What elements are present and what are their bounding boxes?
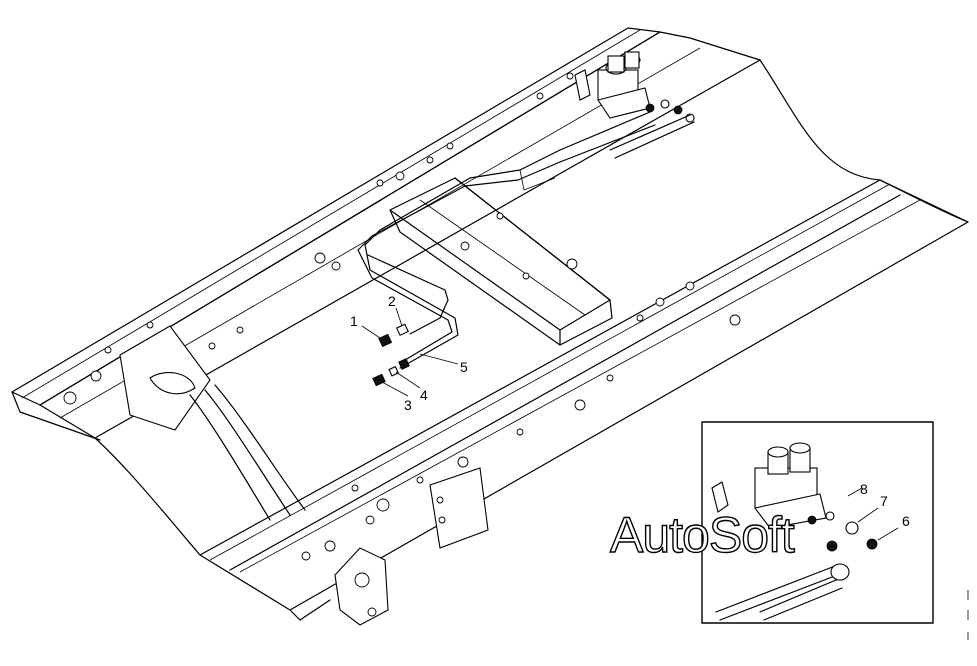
right-frame-rail (199, 179, 969, 621)
inset-detail-view (701, 421, 934, 624)
rear-right-bracket (334, 467, 489, 626)
callout-4: 4 (420, 387, 428, 403)
callout-8: 8 (860, 481, 868, 497)
cross-member (389, 177, 613, 346)
front-left-bracket (119, 325, 306, 521)
fittings-group (372, 323, 410, 387)
callout-2: 2 (388, 293, 396, 309)
callout-7: 7 (880, 493, 888, 509)
frame-cut-contours (94, 59, 969, 556)
callout-5: 5 (460, 359, 468, 375)
top-valve-assembly (574, 51, 695, 159)
callout-1: 1 (350, 313, 358, 329)
callout-6: 6 (902, 513, 910, 529)
leader-lines (361, 307, 459, 397)
callout-3: 3 (404, 397, 412, 413)
watermark-text: AutoSoft (610, 507, 795, 563)
brake-pipe (357, 111, 656, 369)
